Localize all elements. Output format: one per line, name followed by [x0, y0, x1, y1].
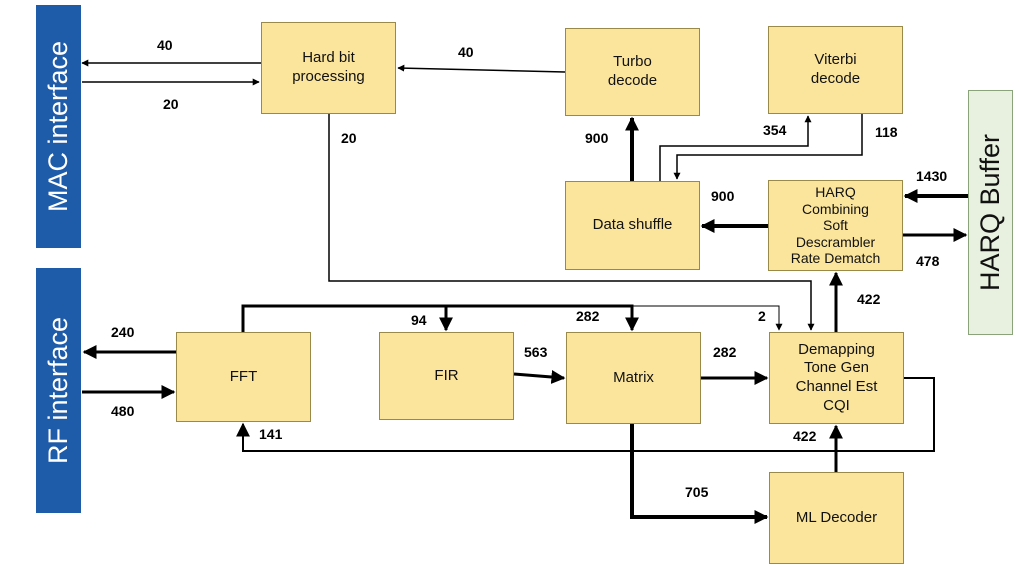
label-fft-to-matrix: 282 [576, 308, 600, 324]
label-rf-to-fft: 480 [111, 403, 135, 419]
ml-decoder-block: ML Decoder [769, 472, 904, 564]
label-matrix-to-demap: 282 [713, 344, 737, 360]
edge-matrix-to-ml [630, 424, 769, 524]
fft-block: FFT [176, 332, 311, 422]
label-hard-to-demap: 20 [341, 130, 357, 146]
edge-fft-to-matrix [451, 304, 639, 332]
mac-interface: MAC interface [36, 5, 81, 248]
label-harqbuf-to-harq: 1430 [916, 168, 948, 184]
label-fft-to-rf: 240 [111, 324, 135, 340]
label-fft-to-fir: 94 [411, 312, 427, 328]
fir-block: FIR [379, 332, 514, 420]
label-harq-to-harqbuf: 478 [916, 253, 940, 269]
rf-interface: RF interface [36, 268, 81, 513]
label-shuffle-to-turbo: 900 [585, 130, 609, 146]
label-mac-to-hard: 20 [163, 96, 179, 112]
edge-demap-to-fft [236, 377, 935, 452]
demapping-block: Demapping Tone Gen Channel Est CQI [769, 332, 904, 424]
label-ml-to-demap: 422 [793, 428, 817, 444]
edge-hard-to-demap [328, 114, 815, 331]
label-demap-to-fft: 141 [259, 426, 283, 442]
label-fir-to-matrix: 563 [524, 344, 548, 360]
label-matrix-to-ml: 705 [685, 484, 709, 500]
label-fft-to-demap: 2 [758, 308, 766, 324]
harq-combining-block: HARQ Combining Soft Descrambler Rate Dem… [768, 180, 903, 271]
data-shuffle-block: Data shuffle [565, 181, 700, 270]
edge-fft-trunk [241, 304, 451, 332]
edge-fir-to-matrix [513, 370, 566, 384]
harq-buffer: HARQ Buffer [968, 90, 1013, 335]
matrix-block: Matrix [566, 332, 701, 424]
edge-fft-to-demap-2 [451, 305, 783, 331]
label-turbo-to-hard: 40 [458, 44, 474, 60]
label-shuffle-to-viterbi: 354 [763, 122, 787, 138]
label-hard-to-mac: 40 [157, 37, 173, 53]
turbo-decode-block: Turbo decode [565, 28, 700, 116]
edge-shuffle-to-viterbi [659, 115, 812, 181]
edge-turbo-to-hard [397, 64, 566, 73]
hard-bit-processing-block: Hard bit processing [261, 22, 396, 114]
label-harq-to-shuffle: 900 [711, 188, 735, 204]
label-demap-to-harq: 422 [857, 291, 881, 307]
viterbi-decode-block: Viterbi decode [768, 26, 903, 114]
label-viterbi-to-shuffle: 118 [875, 124, 898, 140]
edge-viterbi-to-shuffle [673, 114, 863, 180]
